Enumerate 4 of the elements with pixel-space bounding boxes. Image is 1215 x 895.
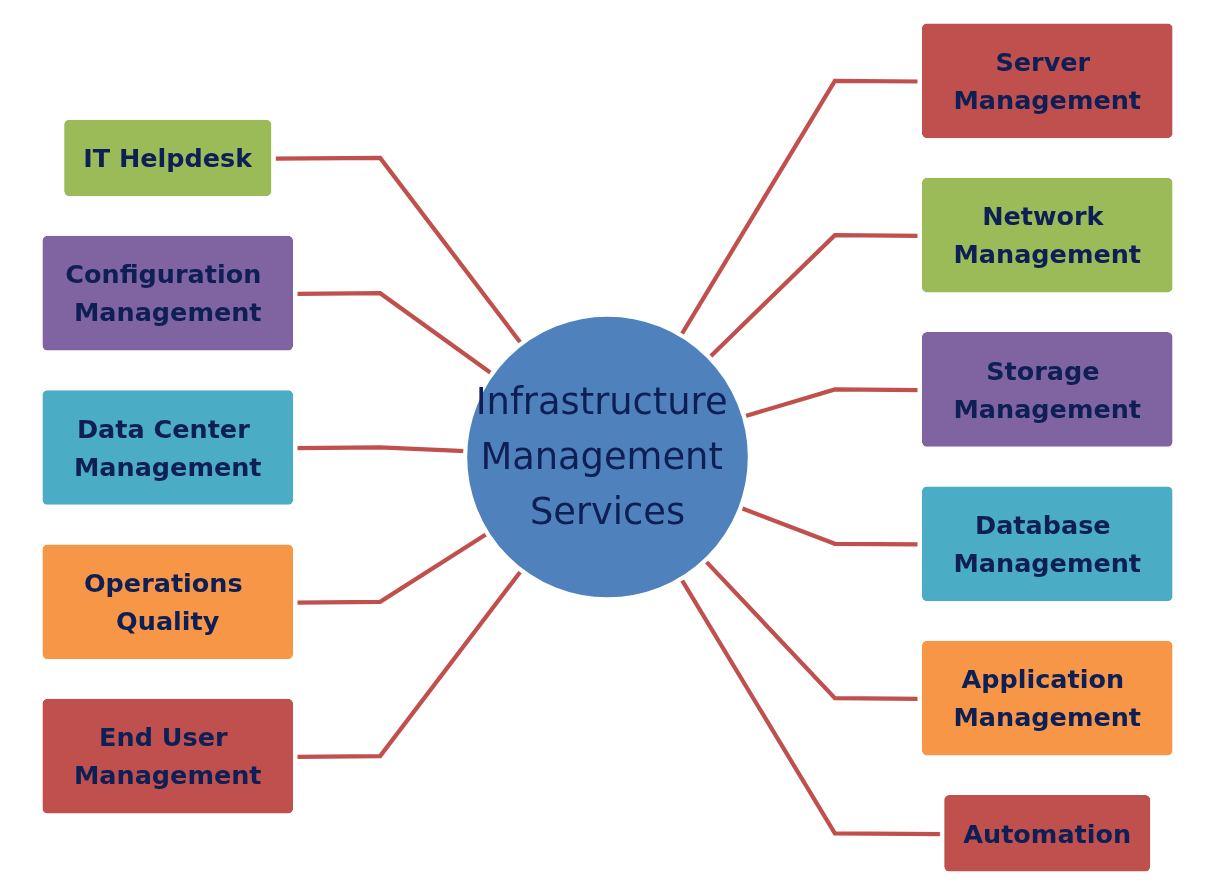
connector bbox=[743, 387, 921, 419]
connector bbox=[707, 233, 921, 360]
connector bbox=[274, 155, 523, 345]
connector bbox=[703, 559, 921, 701]
